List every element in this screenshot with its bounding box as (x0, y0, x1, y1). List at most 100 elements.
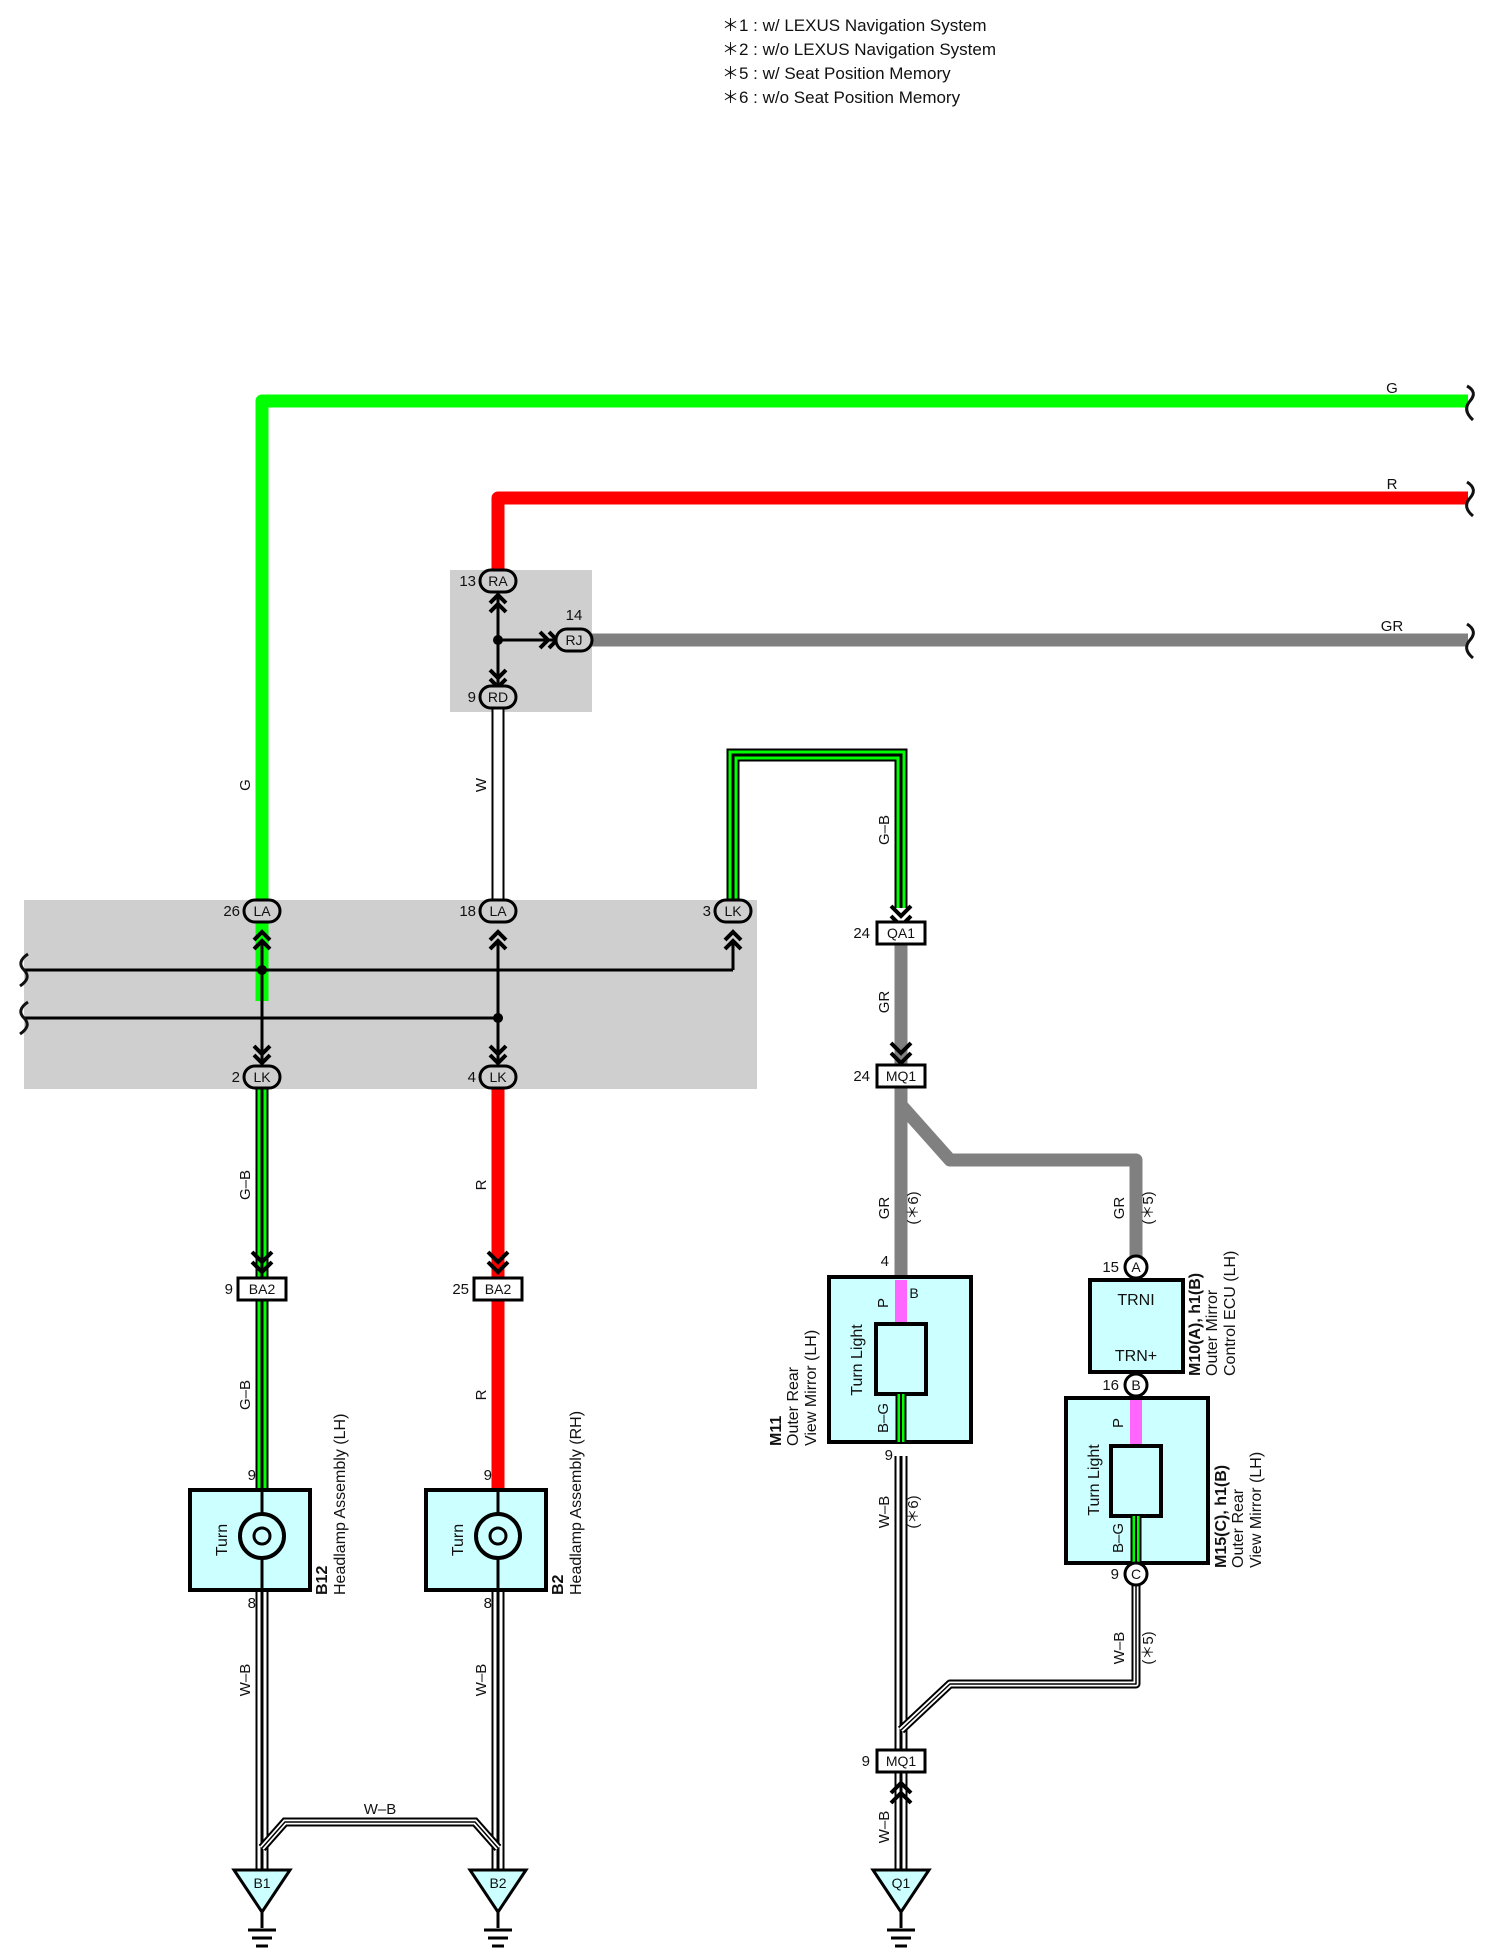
pin-24-qa1: 24 (853, 925, 870, 942)
m11-term-p: P (875, 1298, 892, 1308)
pin-2: 2 (232, 1069, 240, 1086)
connector-lk-2-label: LK (253, 1069, 271, 1085)
wire-label-gr-qa1: GR (876, 991, 893, 1014)
connector-ra (478, 568, 518, 594)
connector-pin-a (1123, 1254, 1149, 1280)
arrow-lk-2 (252, 1044, 272, 1066)
ground-b2 (467, 1868, 529, 1948)
m15-turn-light-label: Turn Light (1086, 1444, 1103, 1516)
connector-lk-3 (713, 898, 753, 924)
wire-label-opt6b: (＊6) (905, 1495, 922, 1528)
m11-element (874, 1322, 928, 1396)
connector-pin-c (1123, 1561, 1149, 1587)
junction-dot (493, 635, 503, 645)
connector-ra-label: RA (488, 573, 508, 589)
b12-headlamp-lh (188, 1488, 312, 1592)
m15-term-p: P (1110, 1418, 1127, 1428)
m10-trnp: TRN+ (1115, 1348, 1157, 1365)
wire-label-wb-b12: W–B (237, 1664, 254, 1697)
connector-la-18 (478, 898, 518, 924)
wire-label-gr-m11: GR (876, 1197, 893, 1220)
legend-note-1: ＊1 : w/ LEXUS Navigation System (722, 16, 987, 35)
connector-pin-c-label: C (1131, 1566, 1141, 1582)
ground-b1 (231, 1868, 293, 1948)
connector-ba2-2-label: BA2 (485, 1281, 512, 1297)
arrow-ra (488, 592, 508, 614)
m10-component (1088, 1278, 1185, 1374)
wire-label-w: W (473, 777, 490, 792)
m11-pin-b-label: B (909, 1285, 918, 1301)
connector-la-26 (242, 898, 282, 924)
m10-name-1: Outer Mirror (1204, 1289, 1221, 1376)
wire-wb-m15-fill (899, 1584, 1139, 1732)
junction-block-main (24, 900, 757, 1089)
wire-label-r-ba2: R (473, 1389, 490, 1400)
connector-mq1-top (875, 1063, 927, 1089)
b2-code: B2 (550, 1574, 567, 1595)
wire-wb-link-stripe (261, 1821, 499, 1849)
wire-label-gr-m10: GR (1111, 1197, 1128, 1220)
arrow-mq1 (889, 1041, 913, 1066)
connector-qa1-label: QA1 (887, 925, 915, 941)
wire-gb-loop-stripe (731, 753, 903, 908)
m15-element (1109, 1444, 1163, 1518)
connector-la-18-label: LA (489, 903, 507, 919)
ground-b1-label: B1 (253, 1875, 270, 1891)
wire-label-opt5b: (＊5) (1140, 1631, 1157, 1664)
connector-rd (478, 684, 518, 710)
ground-q1 (870, 1868, 932, 1948)
pin-16: 16 (1102, 1377, 1119, 1394)
arrow-ba2-1 (250, 1250, 274, 1275)
wire-end-r (1465, 480, 1475, 518)
wire-end-g (1465, 384, 1475, 422)
b2-headlamp-rh (424, 1488, 548, 1592)
junction-dot (257, 965, 267, 975)
pin-9-b12: 9 (248, 1467, 256, 1484)
pin-26: 26 (223, 903, 240, 920)
arrow-ba2-2 (486, 1250, 510, 1275)
pin-13: 13 (459, 573, 476, 590)
pin-9-b2: 9 (484, 1467, 492, 1484)
pin-9-m15: 9 (1111, 1566, 1119, 1583)
wire-label-wb-m15: W–B (1111, 1632, 1128, 1665)
legend-note-5: ＊5 : w/ Seat Position Memory (722, 64, 951, 83)
pin-18: 18 (459, 903, 476, 920)
b2-name: Headlamp Assembly (RH) (568, 1411, 585, 1595)
connector-pin-b (1123, 1372, 1149, 1398)
m15-name-1: Outer Rear (1230, 1488, 1247, 1568)
pin-9-ba2: 9 (225, 1281, 233, 1298)
m10-code: M10(A), h1(B) (1187, 1273, 1204, 1376)
options-legend: ＊1 : w/ LEXUS Navigation System ＊2 : w/o… (722, 14, 996, 110)
wire-label-gb-top: G–B (876, 815, 893, 845)
pin-15: 15 (1102, 1259, 1119, 1276)
connector-pin-b-label: B (1131, 1377, 1140, 1393)
m15-name-2: View Mirror (LH) (1248, 1452, 1265, 1568)
ground-b2-label: B2 (489, 1875, 506, 1891)
ground-q1-label: Q1 (892, 1875, 911, 1891)
connector-lk-2 (242, 1064, 282, 1090)
wire-label-opt5a: (＊5) (1140, 1191, 1157, 1224)
connector-rd-label: RD (488, 689, 508, 705)
m11-name-2: View Mirror (LH) (803, 1330, 820, 1446)
wire-label-opt6a: (＊6) (905, 1191, 922, 1224)
pin-25: 25 (452, 1281, 469, 1298)
pin-3: 3 (703, 903, 711, 920)
wire-end-gr (1465, 622, 1475, 660)
connector-la-26-label: LA (253, 903, 271, 919)
arrow-q1 (889, 1780, 913, 1805)
m10-name-2: Control ECU (LH) (1222, 1251, 1239, 1376)
pin-8-b2: 8 (484, 1595, 492, 1612)
pin-4-m11: 4 (881, 1253, 889, 1270)
m15-term-bg: B–G (1110, 1523, 1127, 1553)
wire-label-gb-ba2: G–B (237, 1380, 254, 1410)
connector-mq1-bottom-label: MQ1 (886, 1753, 917, 1769)
wire-label-gb-2: G–B (237, 1170, 254, 1200)
m11-code: M11 (768, 1416, 785, 1446)
b2-turn-label: Turn (450, 1524, 467, 1556)
connector-mq1-top-label: MQ1 (886, 1068, 917, 1084)
connector-pin-a-label: A (1131, 1259, 1141, 1275)
pin-9-m11: 9 (885, 1447, 893, 1464)
connector-ba2-1-label: BA2 (249, 1281, 276, 1297)
pin-9-rd: 9 (468, 689, 476, 706)
connector-rj (554, 627, 594, 653)
